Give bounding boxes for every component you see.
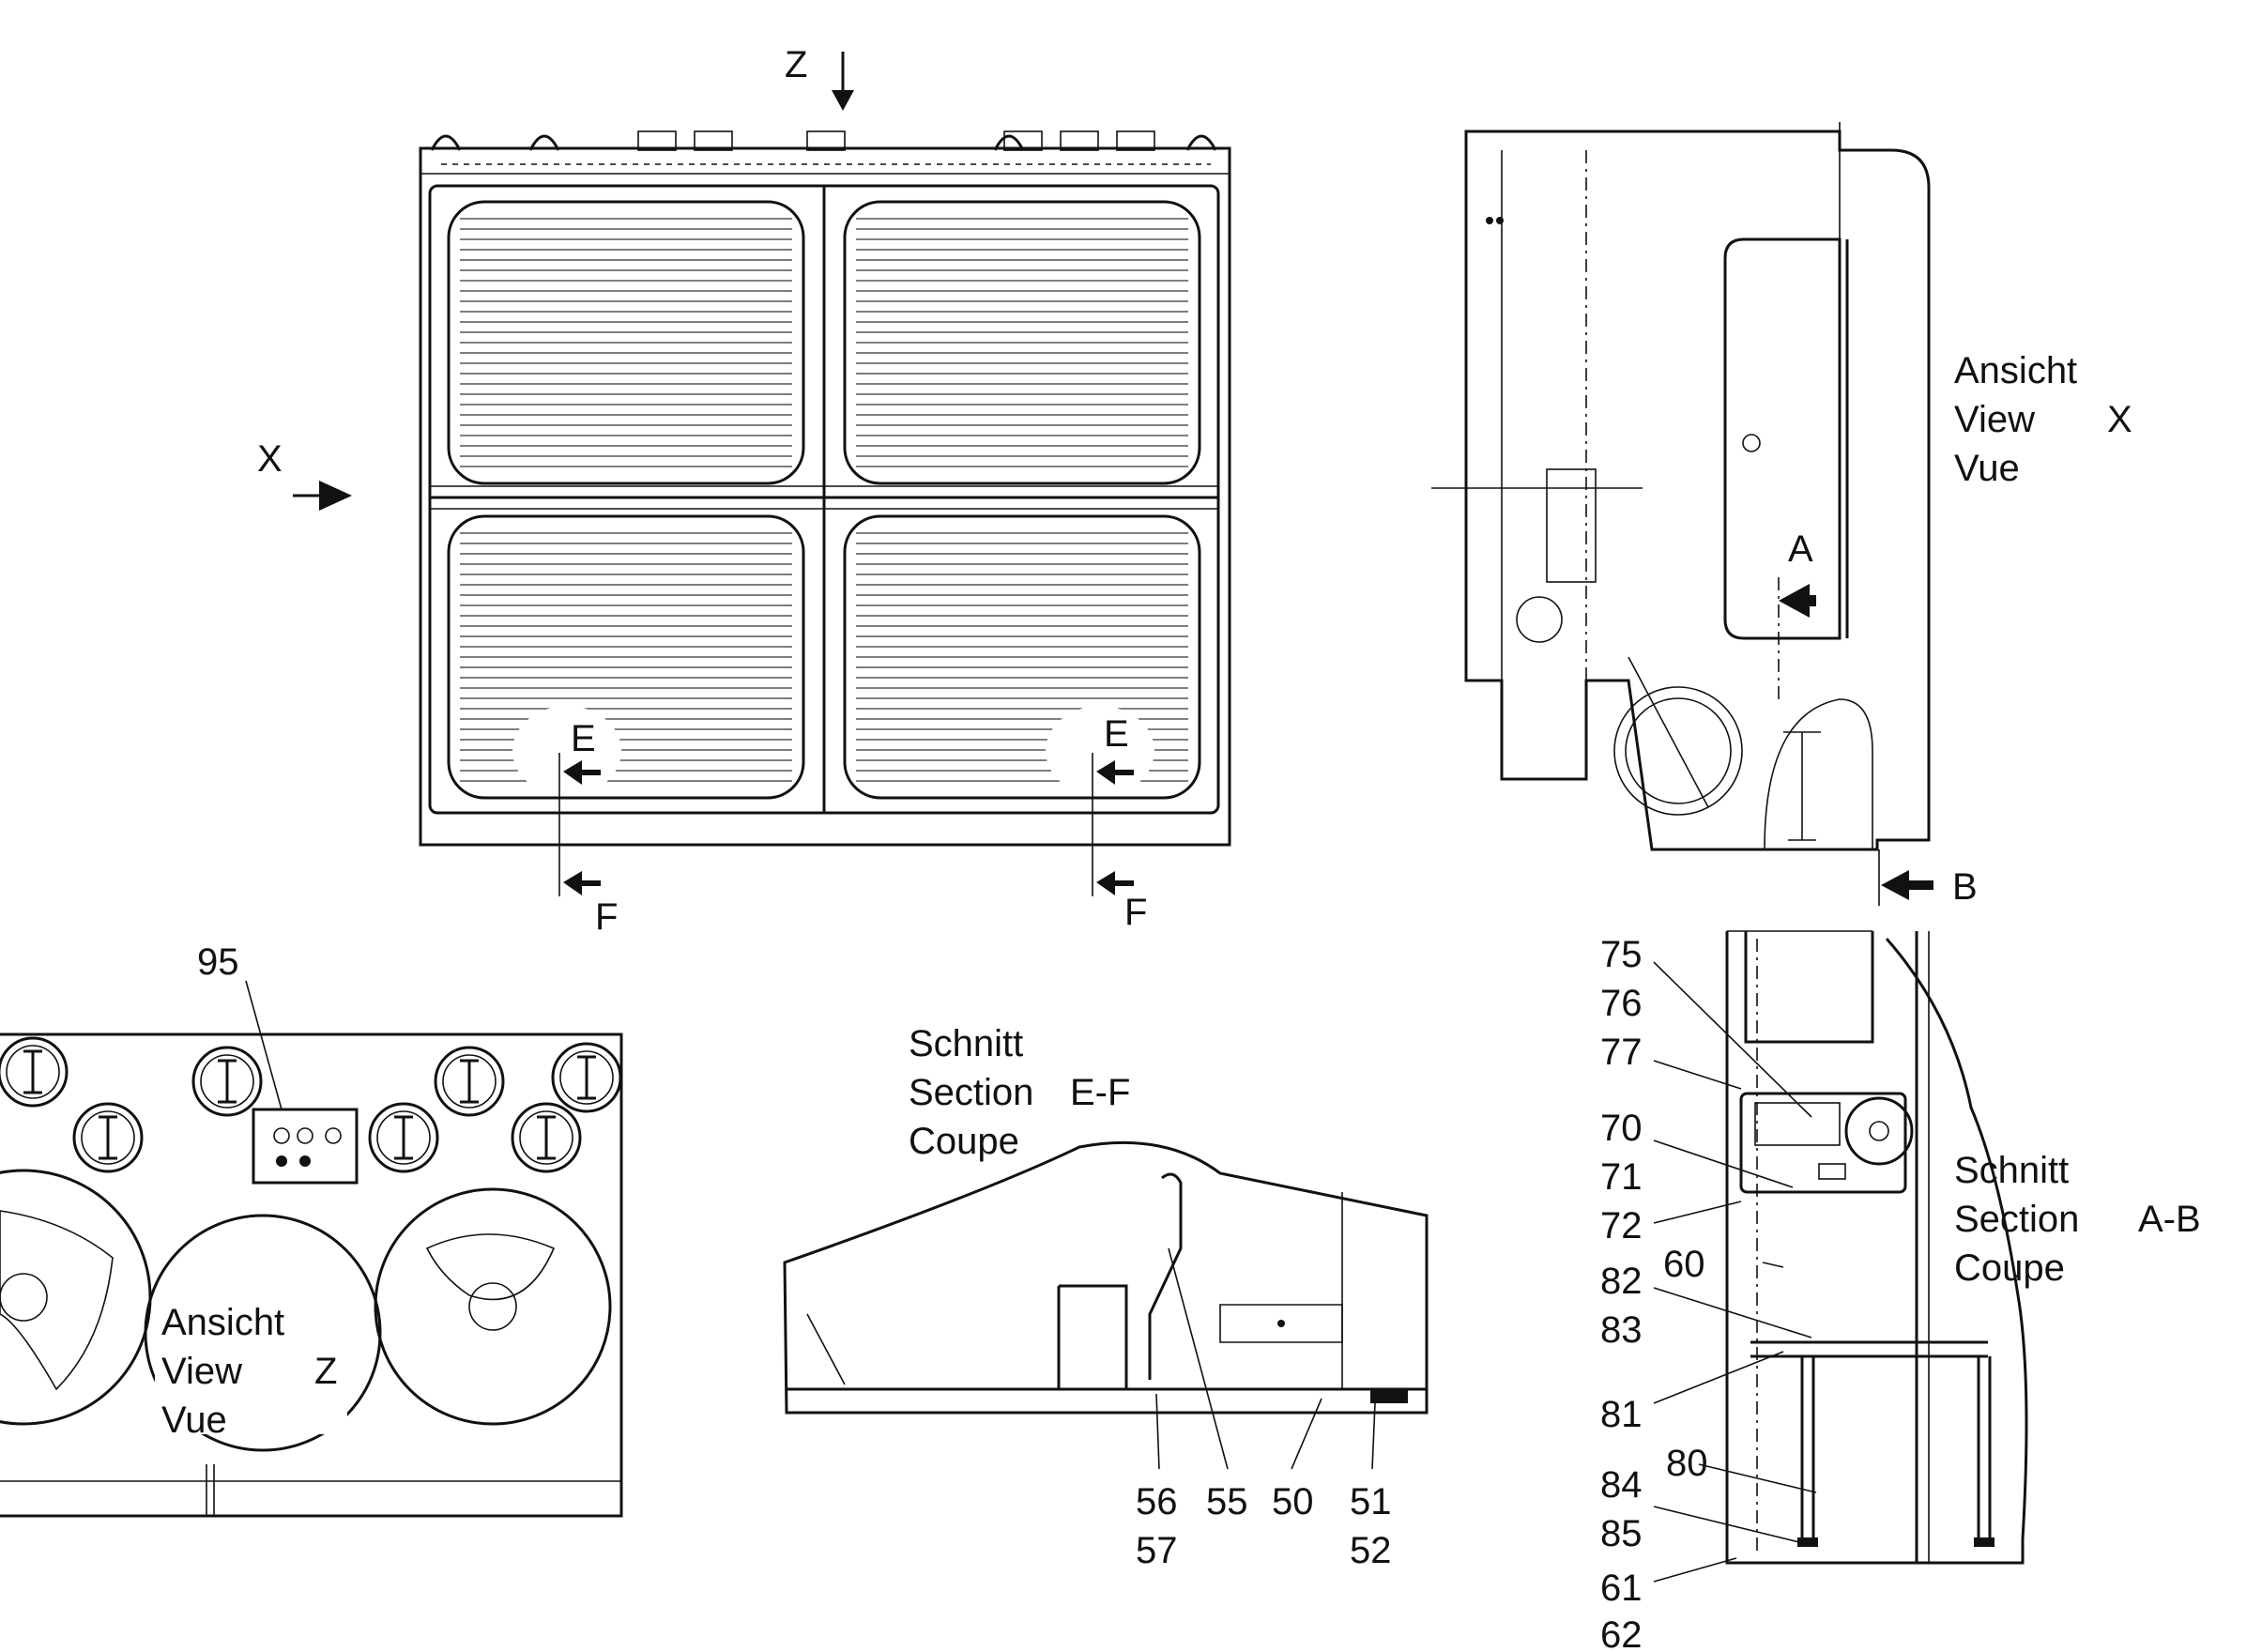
callout-75: 75 [1600,934,1643,975]
view-z-title: Ansicht View Vue Z [161,1302,337,1441]
core-panel-bottom-left [447,514,805,800]
section-a-b: Schnitt Section Coupe A-B 75 76 77 70 71… [1600,930,2201,1652]
gauge-icon [72,1102,144,1173]
radiator-frame [419,146,1231,847]
radiator-side-view: A B Ansicht View Vue X [1431,122,2132,908]
fan-view-z: 95 Ansicht View Vue Z [0,941,623,1518]
callout-52: 52 [1350,1530,1392,1571]
section-arrow-b-label: B [1952,866,1978,908]
gauge-icon [0,1036,69,1108]
callout-70: 70 [1600,1108,1643,1149]
section-ab-leaders [1653,961,1817,1583]
gauge-icon [434,1046,505,1117]
section-ab-title-line-2: Section [1954,1199,2079,1240]
callout-85: 85 [1600,1513,1643,1554]
view-x-title-line-3: Vue [1954,448,2020,489]
callout-50: 50 [1272,1481,1314,1522]
radiator-front-view: Z X E F E F [257,44,1231,938]
section-arrow-b: B [1878,849,1978,908]
section-ef-title-id: E-F [1070,1072,1130,1113]
section-ab-title-line-3: Coupe [1954,1247,2065,1289]
section-e-f: Schnitt Section Coupe E-F 56 57 55 50 51… [783,1023,1429,1571]
callout-72: 72 [1600,1205,1643,1247]
view-x-title-letter: X [2107,399,2132,440]
section-mark-f-right: F [1124,892,1147,933]
section-mark-ef-left: E F [558,718,618,938]
view-arrow-x-label: X [257,438,283,480]
callout-81: 81 [1600,1394,1643,1435]
section-mark-e-left: E [571,718,596,759]
section-ef-title-line-2: Section [909,1072,1033,1113]
view-arrow-x: X [257,438,352,511]
section-ab-title-id: A-B [2138,1199,2201,1240]
fan-middle [144,1214,382,1452]
side-housing-outline [1464,130,1931,851]
callout-95: 95 [197,941,239,983]
callout-84: 84 [1600,1464,1643,1506]
view-x-title-line-2: View [1954,399,2035,440]
section-ab-title: Schnitt Section Coupe A-B [1954,1150,2201,1289]
section-ef-title-line-3: Coupe [909,1121,1019,1162]
callout-82: 82 [1600,1261,1643,1302]
view-arrow-z-label: Z [785,44,807,85]
view-x-title-line-1: Ansicht [1954,350,2077,391]
callout-71: 71 [1600,1156,1643,1198]
section-arrow-a-label: A [1788,528,1813,570]
section-ef-title-line-1: Schnitt [909,1023,1023,1064]
gauge-icon [191,1046,263,1117]
callout-56: 56 [1136,1481,1178,1522]
control-panel-95 [252,1108,359,1185]
section-ef-outline [783,1140,1429,1415]
section-ab-title-line-1: Schnitt [1954,1150,2069,1191]
core-panel-top-left [447,200,805,485]
callout-76: 76 [1600,983,1643,1024]
gauge-icon [368,1102,439,1173]
callout-62: 62 [1600,1614,1643,1652]
section-ab-outline [1725,931,2028,1565]
section-mark-ef-right: E F [1092,713,1147,933]
section-mark-e-right: E [1104,713,1129,755]
cooling-fins [460,218,1188,782]
section-mark-f-left: F [595,896,618,938]
view-x-title: Ansicht View Vue X [1954,350,2132,489]
view-z-title-line-1: Ansicht [161,1302,284,1343]
gauge-icon [511,1102,582,1173]
top-fittings [430,130,1217,151]
view-z-title-line-2: View [161,1351,242,1392]
fan-right [374,1187,612,1426]
callout-77: 77 [1600,1032,1643,1073]
callout-51: 51 [1350,1481,1392,1522]
callout-57: 57 [1136,1530,1178,1571]
callout-80: 80 [1666,1443,1708,1484]
view-arrow-z: Z [785,44,854,111]
handwheel [1844,1096,1914,1166]
fan-left [0,1169,152,1426]
section-ef-leaders [1155,1247,1376,1470]
view-z-title-line-3: Vue [161,1400,227,1441]
callout-60: 60 [1663,1244,1705,1285]
callout-55: 55 [1206,1481,1248,1522]
view-z-title-letter: Z [314,1351,337,1392]
callout-83: 83 [1600,1309,1643,1351]
section-arrow-a: A [1778,528,1816,704]
core-panel-top-right [843,200,1201,485]
pressure-gauges [0,1036,622,1173]
section-ef-title: Schnitt Section Coupe E-F [909,1023,1130,1162]
core-panel-bottom-right [843,514,1201,800]
section-ab-box-70 [1739,1092,1907,1194]
callout-61: 61 [1600,1568,1643,1609]
gauge-icon [551,1042,622,1113]
